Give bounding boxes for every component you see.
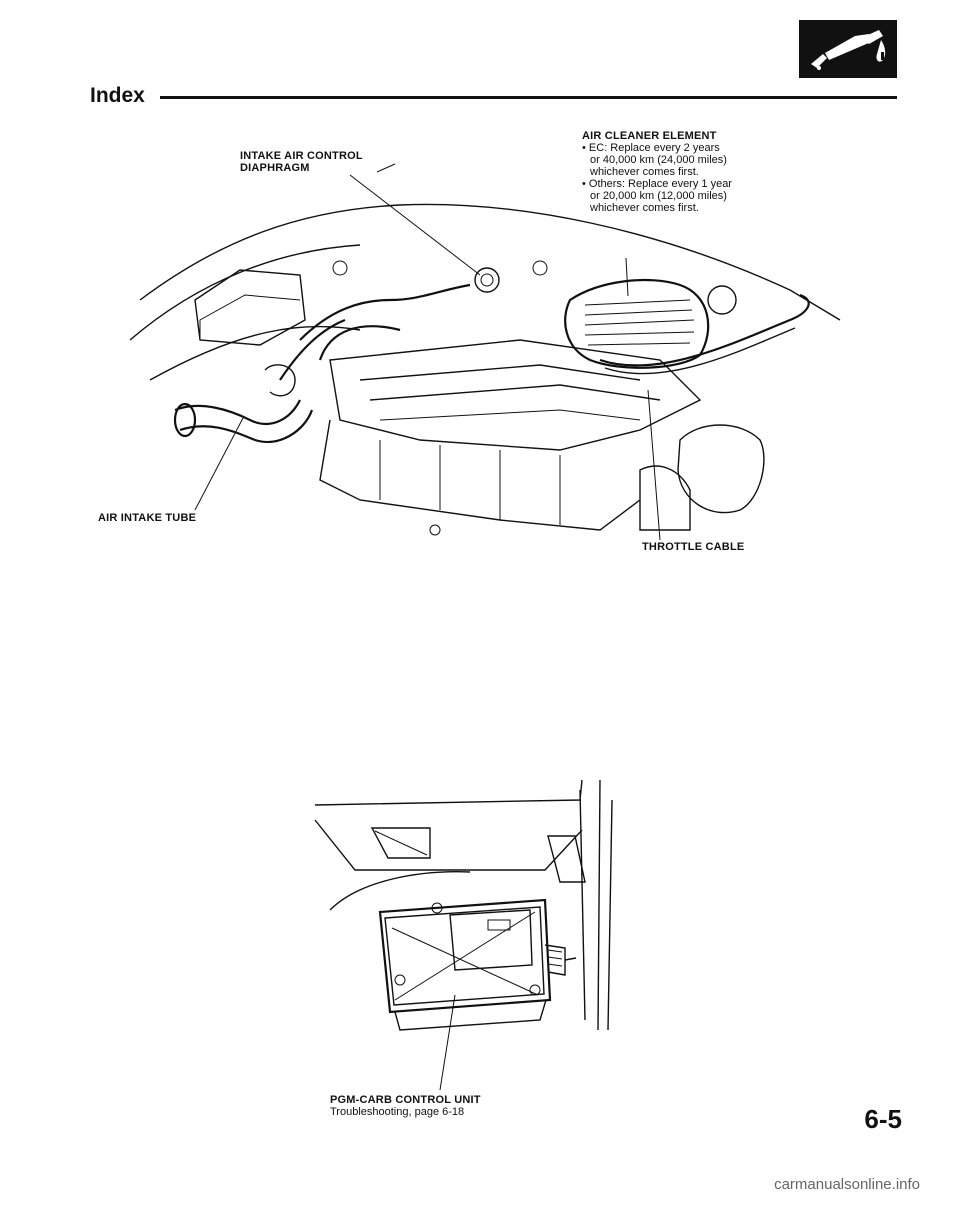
intake-air-control-label: INTAKE AIR CONTROL DIAPHRAGM xyxy=(240,150,363,174)
air-cleaner-callout: AIR CLEANER ELEMENT • EC: Replace every … xyxy=(582,130,732,214)
page-title: Index xyxy=(90,84,145,107)
air-cleaner-note-1: • EC: Replace every 2 years xyxy=(582,142,720,154)
page-number: 6-5 xyxy=(864,1104,902,1134)
air-cleaner-note-5: or 20,000 km (12,000 miles) xyxy=(590,190,727,202)
air-cleaner-note-3: whichever comes first. xyxy=(590,166,699,178)
air-cleaner-note-6: whichever comes first. xyxy=(590,202,699,214)
air-cleaner-title: AIR CLEANER ELEMENT xyxy=(582,130,717,142)
pgm-carb-note: Troubleshooting, page 6-18 xyxy=(330,1106,465,1118)
throttle-cable-label: THROTTLE CABLE xyxy=(642,541,745,553)
air-cleaner-note-2: or 40,000 km (24,000 miles) xyxy=(590,154,727,166)
pgm-carb-title: PGM-CARB CONTROL UNIT xyxy=(330,1094,481,1106)
watermark: carmanualsonline.info xyxy=(774,1176,920,1193)
pgm-carb-callout: PGM-CARB CONTROL UNIT Troubleshooting, p… xyxy=(330,1094,481,1118)
air-cleaner-note-4: • Others: Replace every 1 year xyxy=(582,178,732,190)
fuel-nozzle-icon xyxy=(799,20,897,78)
air-intake-tube-label: AIR INTAKE TUBE xyxy=(98,512,197,524)
header-rule xyxy=(160,96,897,99)
